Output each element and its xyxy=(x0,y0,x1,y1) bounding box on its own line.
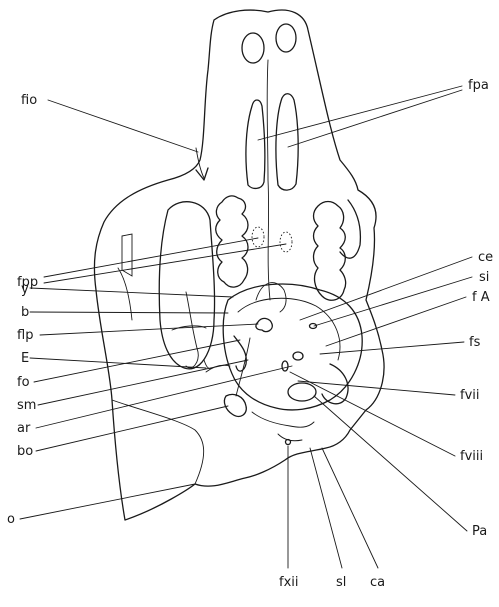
label-fviii: fviii xyxy=(460,449,483,464)
basioccipital-ridge xyxy=(224,394,246,416)
leader-fpp-2 xyxy=(44,244,286,283)
posterior-palatine-foramen-right xyxy=(280,232,292,252)
rostral-foramen-right xyxy=(276,24,296,52)
leader-ca xyxy=(322,448,378,568)
leader-fpp-1 xyxy=(44,238,258,277)
pterygoid-process-left xyxy=(186,292,198,368)
rostral-foramen-left xyxy=(242,33,264,63)
label-bo: bo xyxy=(17,444,33,459)
leader-fpa-2 xyxy=(288,90,462,147)
posterior-palatine-foramen-left xyxy=(252,227,264,247)
foramen-acusticum xyxy=(282,361,288,371)
labels: fio fpp y b flp E fo sm ar bo o fpa ce s… xyxy=(7,78,493,590)
anterior-palatal-foramen-left xyxy=(246,100,265,188)
label-fpa: fpa xyxy=(468,78,489,93)
label-sl: sl xyxy=(336,575,346,590)
posterior-flange-left xyxy=(112,400,204,484)
leader-b xyxy=(30,312,228,313)
leader-fio xyxy=(48,100,198,152)
label-fvii: fvii xyxy=(460,388,480,403)
label-fA: f A xyxy=(472,290,490,305)
leader-sl xyxy=(310,448,342,568)
label-o: o xyxy=(7,512,15,527)
label-b: b xyxy=(21,305,29,320)
skull-drawing xyxy=(94,10,384,520)
label-flp: flp xyxy=(17,328,33,343)
label-y: y xyxy=(21,282,29,297)
leader-flp xyxy=(40,324,258,335)
bulla-inner-rim xyxy=(238,298,340,360)
leader-fo xyxy=(34,340,240,382)
zygomatic-arch-left xyxy=(159,202,214,369)
leader-sm xyxy=(38,360,248,405)
foramen-viii xyxy=(288,383,316,401)
leader-fviii xyxy=(290,372,455,456)
auditory-bulla xyxy=(223,284,362,410)
leader-y xyxy=(30,288,233,297)
palatal-suture xyxy=(267,60,270,300)
leader-fs xyxy=(320,342,464,354)
label-fo: fo xyxy=(17,375,30,390)
stylomastoid-groove xyxy=(236,338,250,396)
leader-ce xyxy=(300,257,472,320)
leader-o xyxy=(20,484,195,519)
label-Pa: Pa xyxy=(472,524,487,539)
leader-bo xyxy=(36,406,228,451)
fio-arrow-shaft xyxy=(196,148,204,178)
label-si: si xyxy=(479,270,489,285)
basioccipital xyxy=(252,412,314,427)
label-ar: ar xyxy=(17,421,31,436)
label-fs: fs xyxy=(469,335,481,350)
label-fio: fio xyxy=(21,93,37,108)
leader-si xyxy=(314,277,472,326)
tooth-row-left xyxy=(216,196,248,287)
mesopterygoid-fossa xyxy=(256,283,286,312)
foramen-lacerum-posterius xyxy=(256,318,272,331)
leader-Pa xyxy=(314,396,467,531)
label-fxii: fxii xyxy=(279,575,299,590)
tooth-row-right xyxy=(314,202,346,301)
label-E: E xyxy=(21,351,29,366)
label-sm: sm xyxy=(17,398,36,413)
skull-outline xyxy=(94,10,384,520)
label-ce: ce xyxy=(478,250,493,265)
foramen-facial xyxy=(293,352,303,360)
label-ca: ca xyxy=(370,575,385,590)
eustachian-foramen xyxy=(204,360,212,369)
zygomatic-arch-right xyxy=(340,200,360,258)
anterior-palatal-foramen-right xyxy=(276,94,298,190)
leader-E xyxy=(30,358,206,368)
